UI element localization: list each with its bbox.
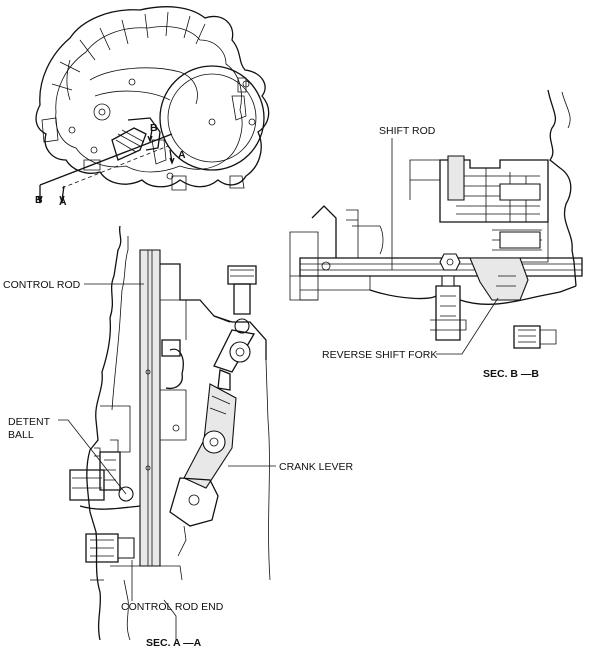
marker-b-lower: B xyxy=(35,194,43,206)
reverse-shift-fork-leader xyxy=(436,297,499,355)
crank-lever-label: CRANK LEVER xyxy=(279,461,354,473)
shift-rod-label: SHIFT ROD xyxy=(379,125,436,137)
detent-ball-label-line2: BALL xyxy=(8,429,34,441)
section-a-title: SEC. A —A xyxy=(146,637,202,649)
marker-a-upper: A xyxy=(178,149,186,161)
control-rod-end-label: CONTROL ROD END xyxy=(121,601,224,613)
section-a-view: CONTROL ROD DETENT BALL CRANK LEVER CONT… xyxy=(3,225,354,649)
detent-ball-leader xyxy=(58,419,127,495)
section-b-title: SEC. B —B xyxy=(483,368,539,380)
section-b-view: SHIFT ROD REVERSE SHIFT FORK SEC. B —B xyxy=(289,89,583,380)
detent-ball-label-line1: DETENT xyxy=(8,416,51,428)
transmission-case-view: B A B A xyxy=(35,6,270,208)
marker-a-lower: A xyxy=(59,196,67,208)
control-rod-label: CONTROL ROD xyxy=(3,279,81,291)
reverse-shift-fork-label: REVERSE SHIFT FORK xyxy=(322,349,437,361)
marker-b-upper: B xyxy=(150,122,158,134)
